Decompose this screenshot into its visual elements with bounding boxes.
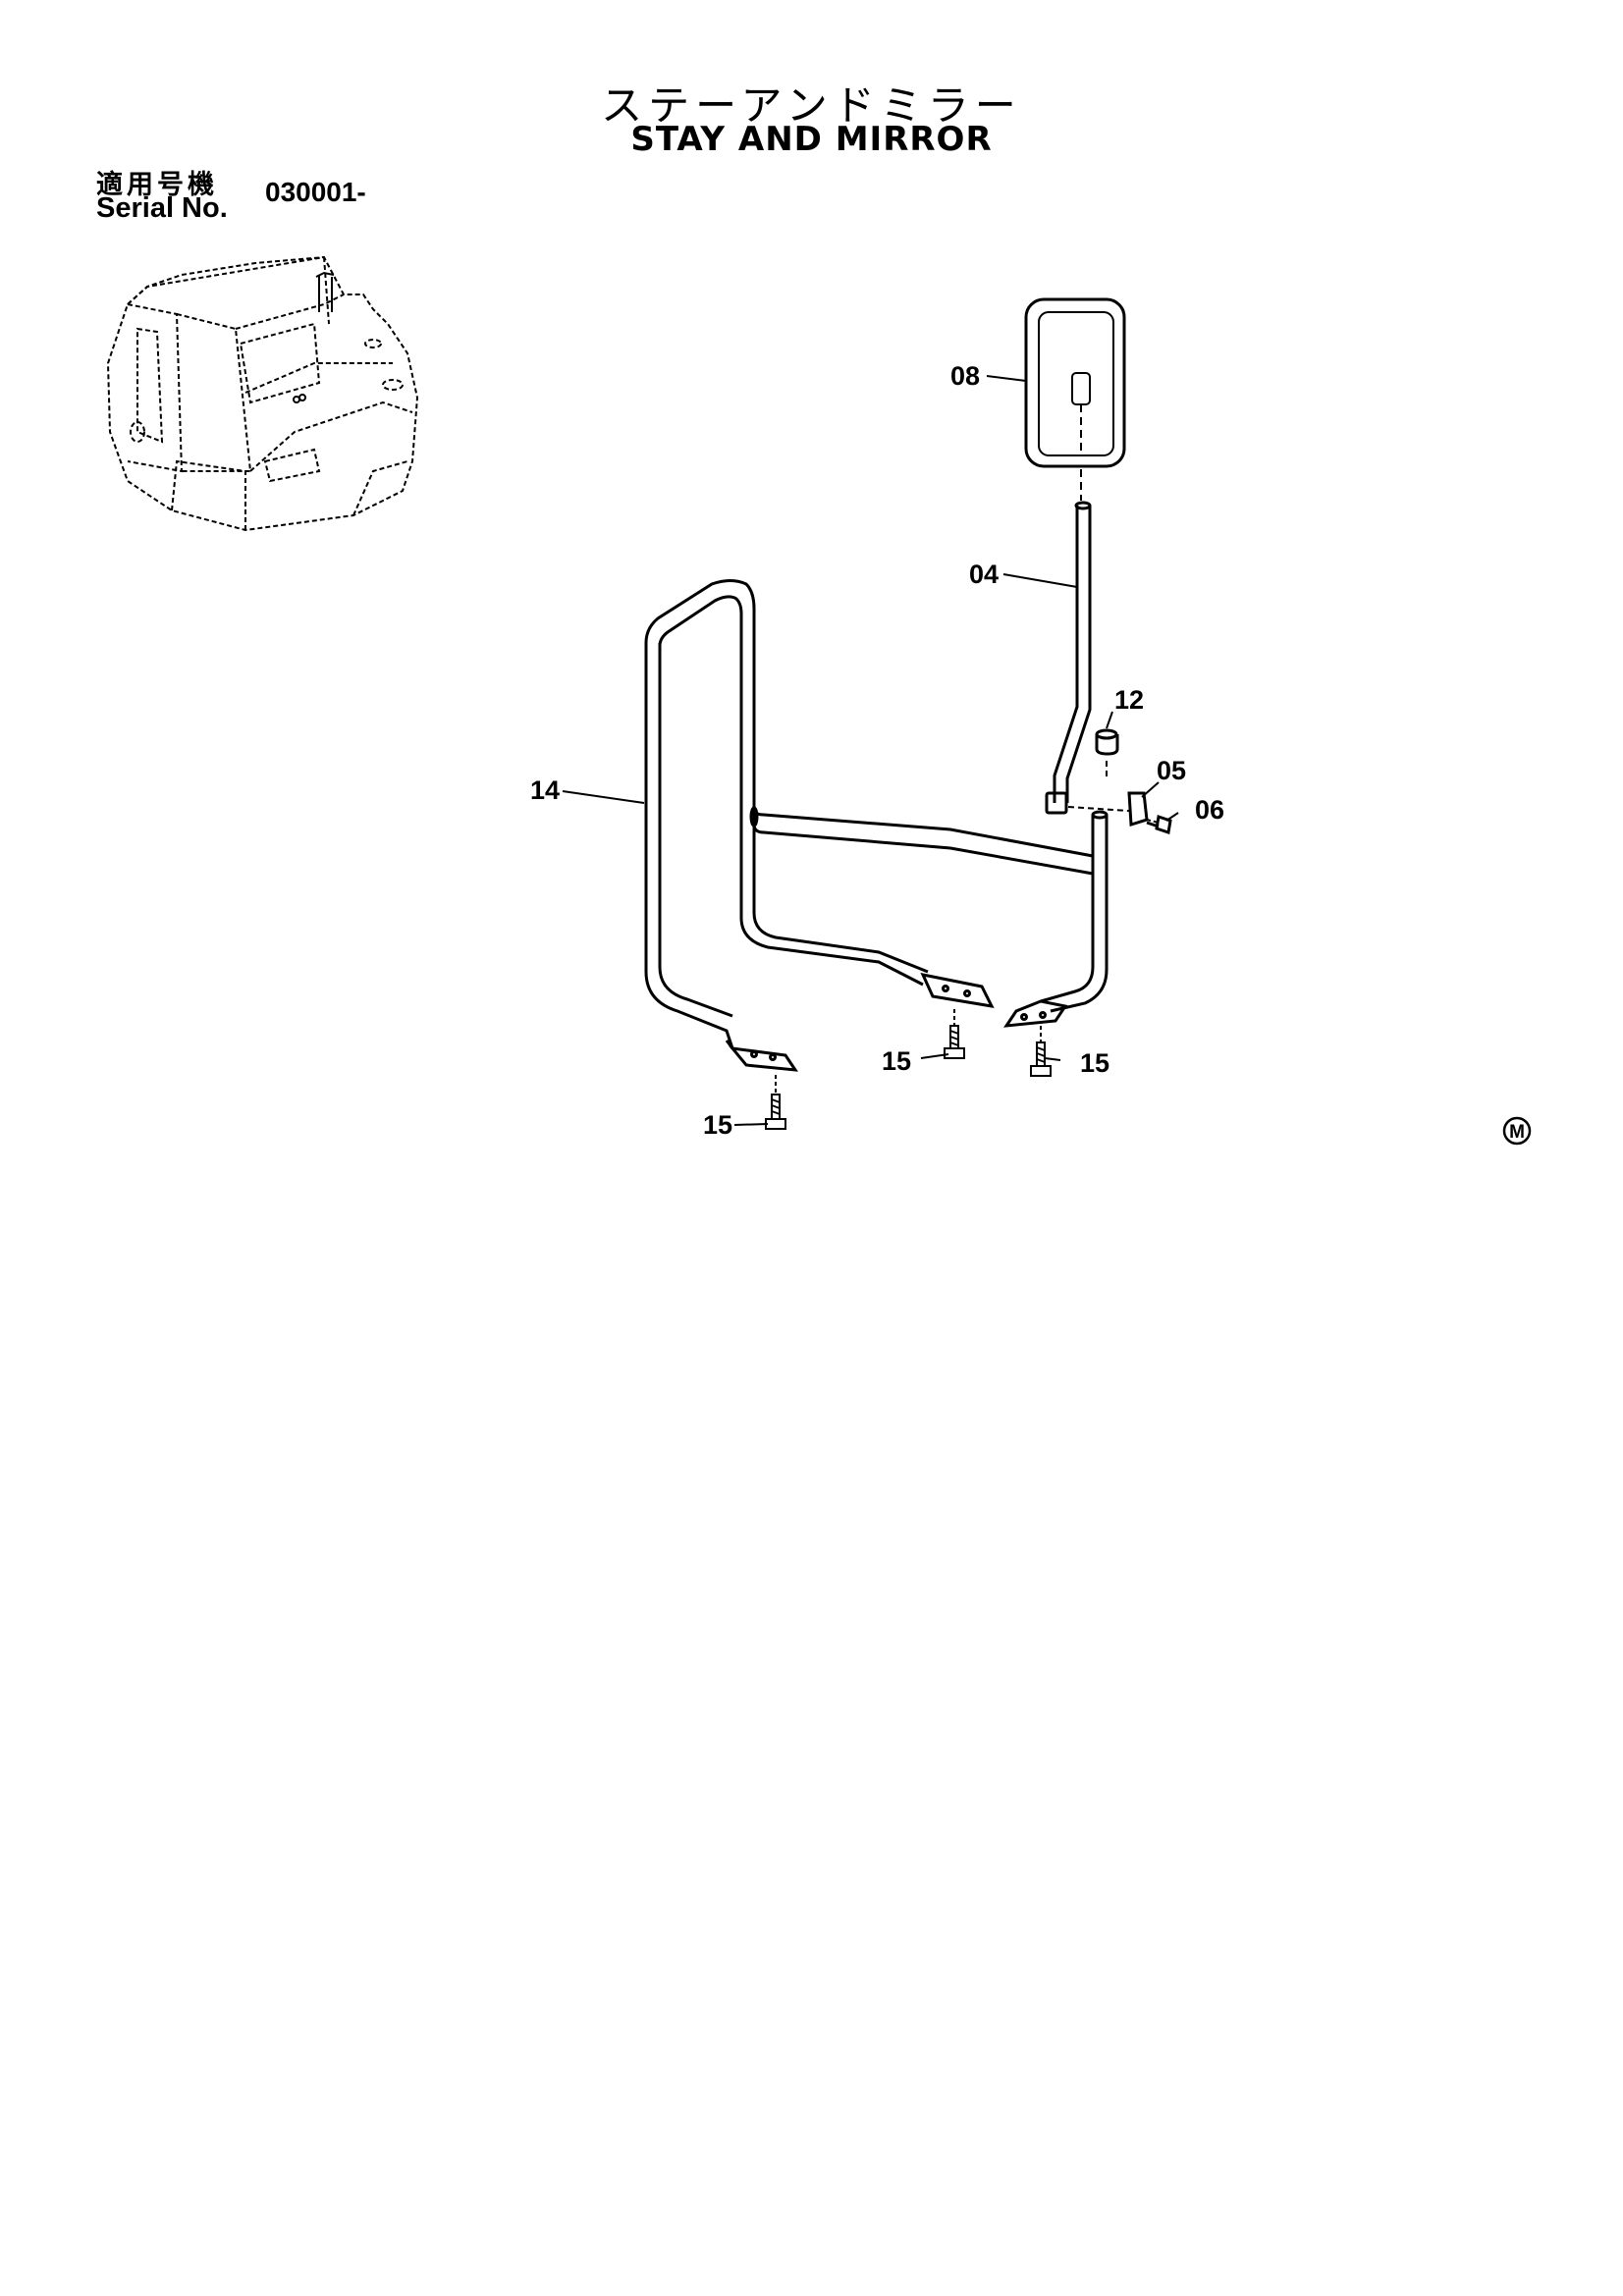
machine-mirror-location-marker: [293, 271, 335, 403]
callout-06: 06: [1195, 795, 1224, 825]
callout-leaders: [562, 375, 1179, 1126]
mirror: [1024, 297, 1126, 468]
serial-number: 030001-: [265, 177, 366, 207]
callout-14: 14: [530, 775, 560, 805]
page-title: STAY AND MIRROR: [630, 120, 993, 159]
page-title-japanese: ステーアンドミラー: [601, 81, 1022, 130]
bolt-right: [1030, 1026, 1052, 1077]
cap: [1095, 728, 1119, 756]
m-mark-letter: M: [1509, 1122, 1525, 1143]
m-mark: M: [1502, 1116, 1532, 1146]
serial-label: Serial No.: [96, 192, 228, 224]
stay-frame: [644, 579, 1109, 1049]
callout-04: 04: [969, 560, 999, 589]
callout-15-right: 15: [1080, 1048, 1109, 1078]
stay-foot-plates: [725, 972, 1068, 1072]
machine-overview-illustration: [106, 255, 419, 532]
callout-12: 12: [1114, 685, 1144, 715]
callout-08: 08: [950, 361, 980, 391]
callout-15-left: 15: [703, 1110, 732, 1140]
callout-05: 05: [1157, 756, 1186, 785]
serial-label-japanese: 適用号機: [96, 170, 218, 200]
bolt-front-left: [765, 1075, 786, 1130]
mirror-rod: [1045, 501, 1092, 815]
bolt-rear-left: [944, 1009, 965, 1059]
clamp-bolt: [1146, 815, 1172, 834]
callout-15-center: 15: [882, 1046, 911, 1076]
